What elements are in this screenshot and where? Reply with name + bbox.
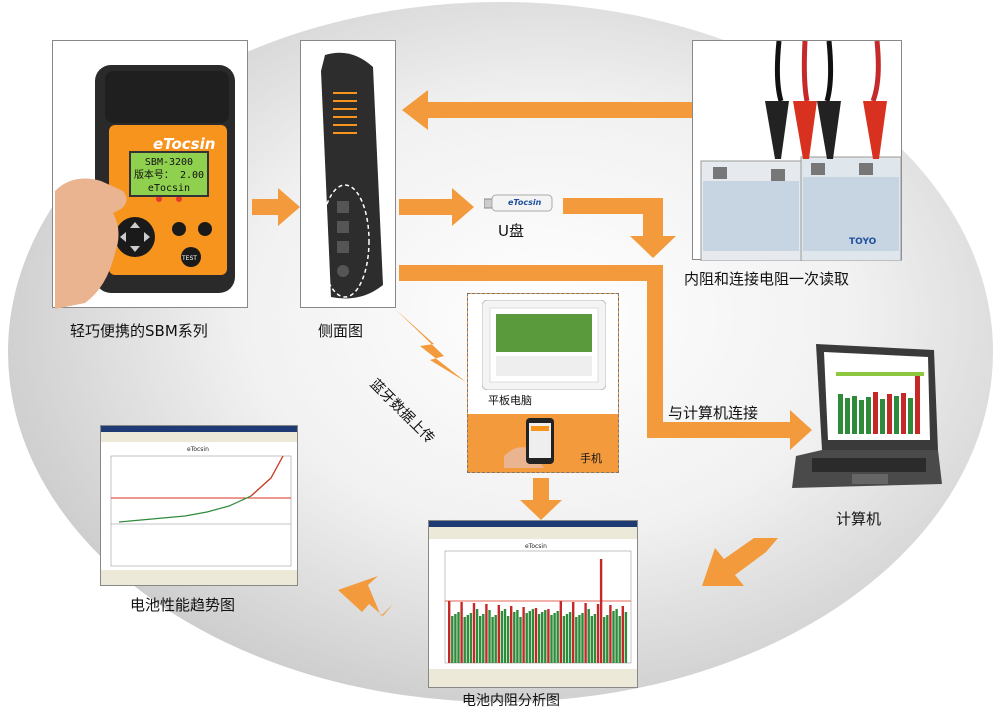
device-brand: eTocsin <box>153 135 216 153</box>
usb-brand: eTocsin <box>508 198 542 207</box>
label-usb: U盘 <box>498 222 524 240</box>
label-computer: 计算机 <box>836 510 882 528</box>
dpad-icon <box>115 217 155 257</box>
trend-app-title: eTocsin <box>187 446 209 453</box>
label-tablet: 平板电脑 <box>488 394 532 407</box>
analysis-app-title: eTocsin <box>525 543 547 550</box>
trend-screenshot: eTocsin <box>100 425 298 586</box>
bluetooth-bolt-icon <box>394 308 466 382</box>
battery-illustration <box>700 40 902 262</box>
mobile-devices-box: 平板电脑 手机 <box>467 293 619 473</box>
label-trend: 电池性能趋势图 <box>130 596 236 614</box>
label-device: 轻巧便携的SBM系列 <box>70 322 208 340</box>
label-battery: 内阻和连接电阻一次读取 <box>684 270 850 288</box>
hand-shape <box>55 178 127 309</box>
side-view-panel <box>300 40 396 308</box>
battery-brand: TOYO <box>849 237 877 247</box>
label-side: 侧面图 <box>318 322 364 340</box>
tablet-illustration <box>482 300 606 390</box>
label-phone: 手机 <box>580 452 602 465</box>
phone-illustration <box>504 418 554 468</box>
arrow-usb-to-battery <box>563 198 676 258</box>
side-view-illustration <box>320 52 383 299</box>
arrow-battery-to-side <box>402 90 692 130</box>
label-analysis: 电池内阻分析图 <box>462 693 560 709</box>
arrow-device-to-side <box>252 188 300 226</box>
trend-line-chart <box>101 426 297 585</box>
laptop-illustration <box>792 342 944 494</box>
port-highlight <box>320 184 370 298</box>
resistance-bar-chart <box>429 521 637 687</box>
arrow-computer-to-analysis <box>702 538 778 586</box>
device-photo-panel: TEST eTocsin SBM-3200 版本号： 2.00 eTocsin <box>52 40 248 309</box>
arrow-analysis-to-trend <box>338 576 393 616</box>
label-pc-link: 与计算机连接 <box>668 404 759 422</box>
test-button-label: TEST <box>181 255 197 262</box>
device-lcd: SBM-3200 版本号： 2.00 eTocsin <box>129 151 209 197</box>
usb-stick: eTocsin <box>483 193 554 213</box>
battery-photo-panel: TOYO <box>692 40 902 262</box>
arrow-side-to-usb <box>399 188 474 226</box>
arrow-mobile-to-analysis <box>520 478 562 520</box>
arrow-side-to-computer <box>399 265 812 450</box>
analysis-screenshot: eTocsin <box>428 520 638 688</box>
